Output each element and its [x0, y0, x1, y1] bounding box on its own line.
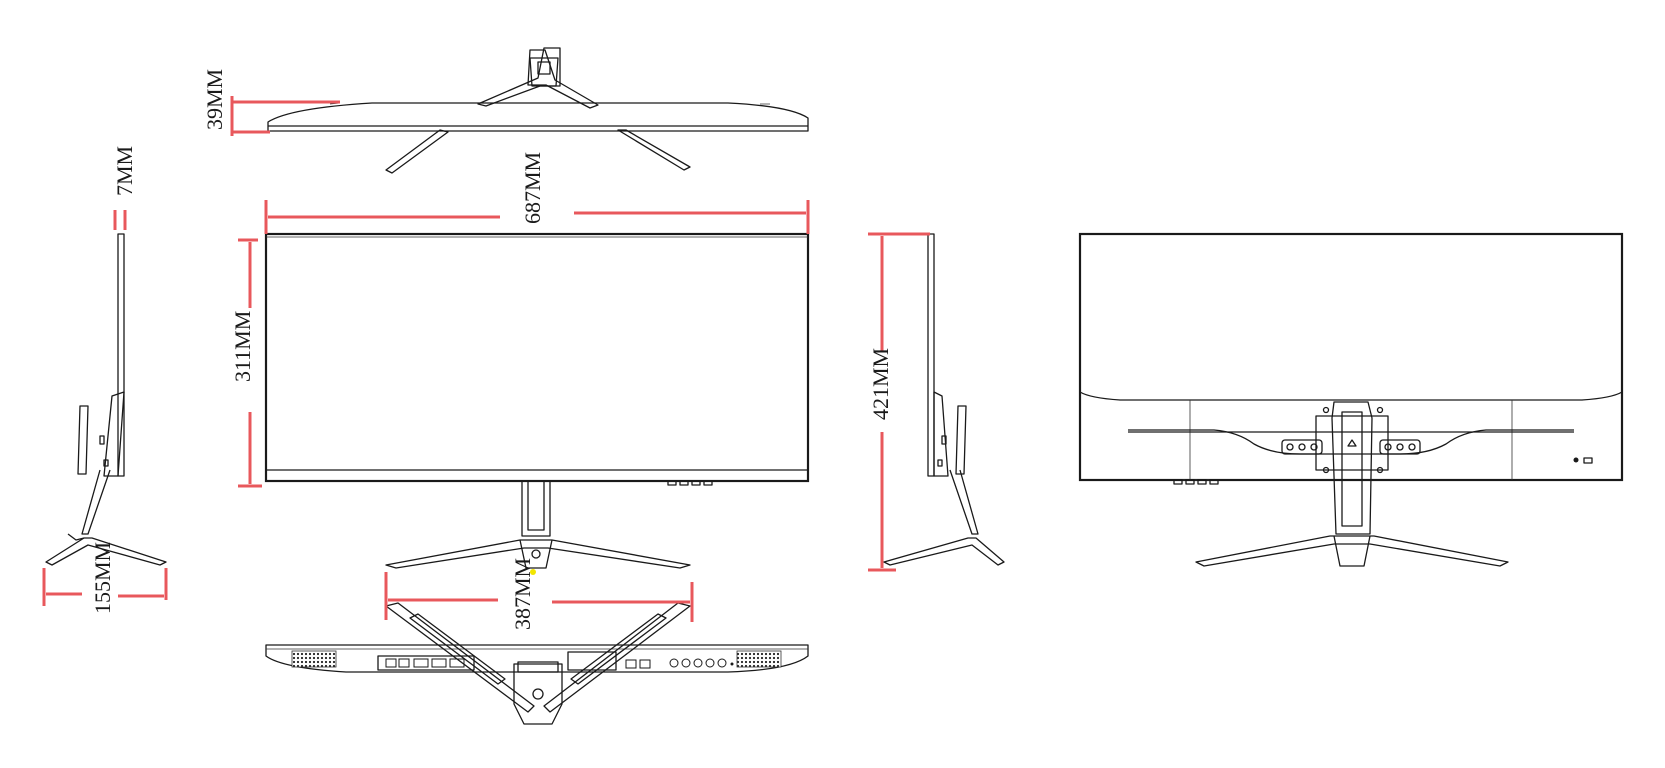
rear-view — [1078, 232, 1624, 567]
screen-panel — [264, 232, 810, 483]
rear-ports — [377, 651, 734, 671]
left-side-view — [45, 233, 167, 566]
dim-387mm-label: 387MM — [510, 558, 535, 630]
right-vent — [736, 650, 782, 668]
dimension-labels: 39MM 7MM 687MM 311MM 421MM 155MM 387MM — [90, 69, 893, 630]
dim-421mm-label: 421MM — [868, 348, 893, 420]
dim-687mm-label: 687MM — [520, 152, 545, 224]
dim-39mm-label: 39MM — [202, 69, 227, 130]
bottom-view — [265, 602, 809, 725]
front-view — [264, 232, 810, 575]
dimension-lines — [42, 96, 930, 622]
front-buttons — [667, 480, 713, 486]
dim-311mm-label: 311MM — [230, 311, 255, 382]
dim-7mm-label: 7MM — [112, 146, 137, 196]
highlight-dot — [530, 569, 536, 575]
left-vent — [291, 650, 337, 668]
right-side-view — [883, 233, 1005, 566]
dim-155mm-label: 155MM — [90, 542, 115, 614]
